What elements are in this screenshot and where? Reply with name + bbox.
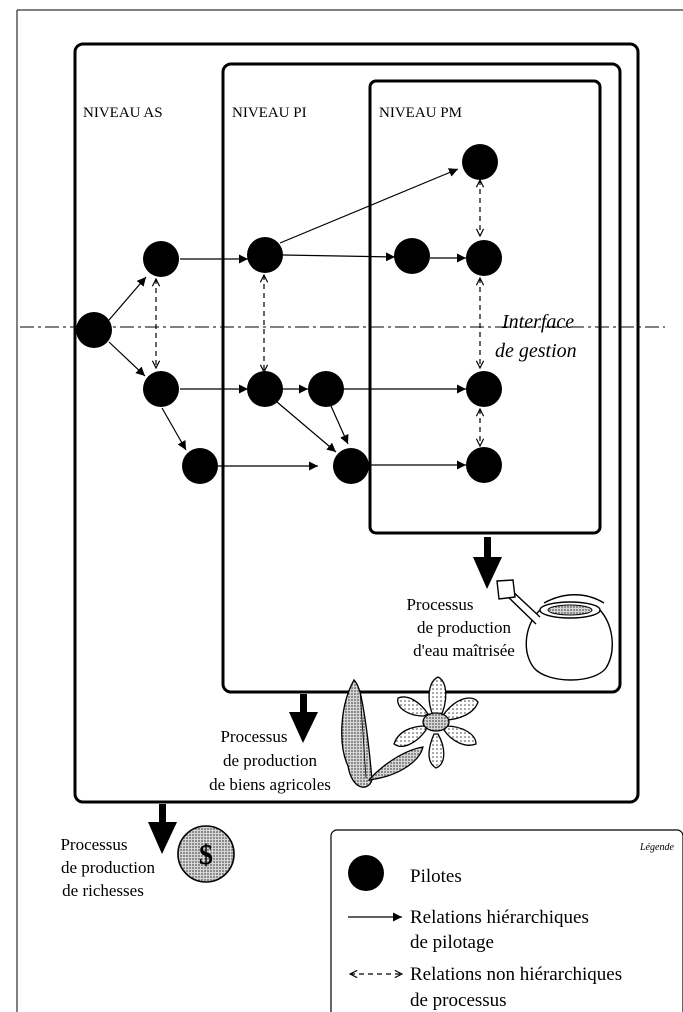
wealth-process-label: Processus de production de richesses [60, 835, 155, 900]
pilot-node [182, 448, 218, 484]
dollar-coin-icon: $ [177, 825, 235, 883]
level-pi-box [221, 62, 622, 694]
pilot-node [308, 371, 344, 407]
legend-pilot-symbol [348, 855, 384, 891]
level-as-label: NIVEAU AS [83, 105, 163, 121]
water-process-line1: Processus [406, 595, 473, 614]
arrow-root-to-as1 [108, 276, 147, 321]
pilot-node [76, 312, 112, 348]
pilot-node [394, 238, 430, 274]
arrow-pi1-to-pm1 [279, 168, 459, 244]
level-as-box [73, 42, 640, 804]
legend-nonhier-line2: de processus [410, 990, 507, 1011]
legend-pilot-label: Pilotes [410, 866, 462, 887]
water-process-line2: de production [417, 618, 511, 637]
level-pm-box [368, 79, 602, 535]
interface-label-line2: de gestion [495, 340, 577, 362]
legend-title: Légende [639, 842, 674, 853]
wealth-process-line1: Processus [60, 835, 127, 854]
pilot-node [143, 241, 179, 277]
arrow-root-to-as2 [108, 341, 146, 377]
pilot-node [247, 371, 283, 407]
output-arrow-water [473, 537, 502, 589]
arrow-pi1-to-pmmid [282, 252, 396, 262]
dollar-symbol: $ [199, 840, 213, 871]
non-hierarchical-relations [156, 180, 480, 446]
pilot-node [333, 448, 369, 484]
legend-box [330, 829, 683, 1012]
level-pi-label: NIVEAU PI [232, 105, 307, 121]
pilot-nodes [76, 144, 502, 484]
legend-hier-line1: Relations hiérarchiques [410, 907, 589, 928]
pilot-node [466, 447, 502, 483]
agri-process-line1: Processus [220, 727, 287, 746]
legend: Légende Pilotes Relations hiérarchiques … [330, 829, 683, 1012]
pilot-node [247, 237, 283, 273]
output-arrow-agri [289, 694, 318, 743]
pilot-node [466, 240, 502, 276]
agri-process-label: Processus de production de biens agricol… [209, 727, 331, 794]
legend-hier-line2: de pilotage [410, 932, 494, 953]
level-pm-label: NIVEAU PM [379, 105, 462, 121]
hierarchical-relations [108, 168, 466, 471]
interface-label-line1: Interface [501, 311, 574, 333]
pilot-node [143, 371, 179, 407]
water-process-line3: d'eau maîtrisée [413, 641, 515, 660]
arrow-pi3-to-pi4 [330, 405, 349, 445]
agri-process-line2: de production [223, 751, 317, 770]
output-arrow-wealth [148, 804, 177, 854]
watering-can-icon [496, 579, 613, 681]
legend-nonhier-line1: Relations non hiérarchiques [410, 964, 622, 985]
pilot-node [466, 371, 502, 407]
pilot-node [462, 144, 498, 180]
flower-icon [341, 676, 479, 788]
arrow-pi2-to-pi4 [276, 401, 337, 453]
water-process-label: Processus de production d'eau maîtrisée [406, 595, 514, 660]
wealth-process-line2: de production [61, 858, 155, 877]
agri-process-line3: de biens agricoles [209, 775, 331, 794]
arrow-as2-to-as3 [161, 407, 187, 451]
wealth-process-line3: de richesses [62, 881, 144, 900]
